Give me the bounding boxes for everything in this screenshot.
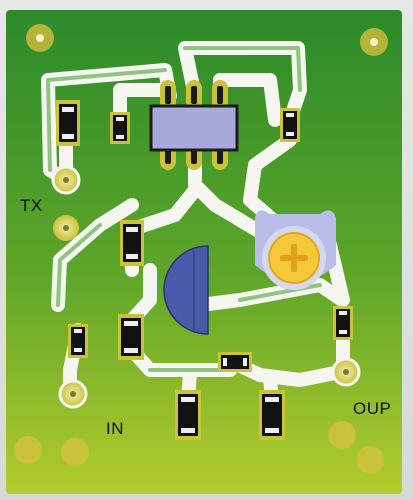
transistor <box>163 245 209 335</box>
mounting-holes <box>14 24 388 474</box>
smd-c4 <box>333 306 353 340</box>
label-oup: OUP <box>353 399 392 418</box>
label-tx: TX <box>20 196 43 215</box>
trimmer-potentiometer <box>255 210 336 290</box>
smd-r3 <box>120 220 144 266</box>
smd-r2 <box>280 108 300 142</box>
smd-r6 <box>259 390 285 440</box>
smd-r5 <box>175 390 201 440</box>
trace-transistor-left <box>125 263 157 327</box>
smd-r1 <box>56 100 80 146</box>
smd-c3 <box>218 352 252 372</box>
smd-components <box>56 100 353 440</box>
label-in: IN <box>106 419 124 438</box>
solder-pads <box>51 165 361 409</box>
smd-c2 <box>68 324 88 358</box>
ic-chip <box>149 80 239 170</box>
smd-c1 <box>110 112 130 144</box>
smd-r4 <box>118 314 144 360</box>
